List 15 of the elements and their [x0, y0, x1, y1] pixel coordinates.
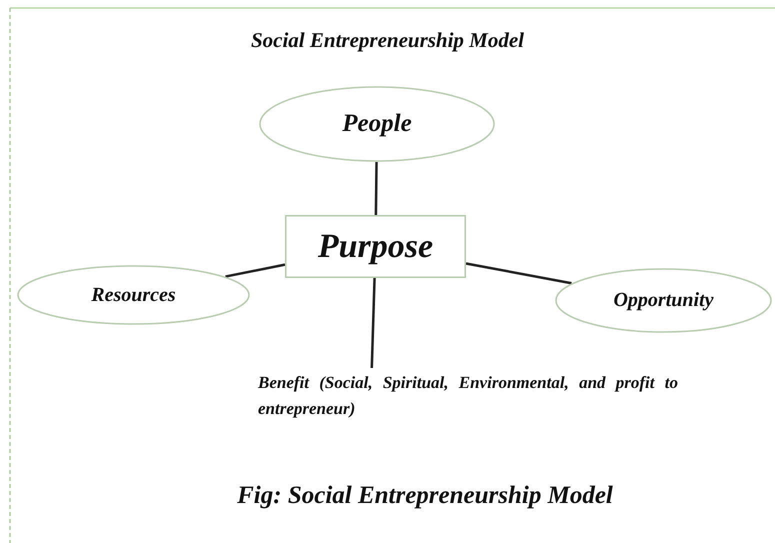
ellipse-node	[259, 86, 495, 162]
connector-line	[370, 278, 376, 368]
connector-line	[374, 162, 378, 216]
node-label: Resources	[91, 284, 176, 306]
figure-caption: Fig: Social Entrepreneurship Model	[237, 482, 613, 509]
connector-line	[225, 263, 286, 278]
node-label: Opportunity	[613, 289, 714, 312]
ellipse-node	[17, 265, 250, 325]
node-label: Purpose	[318, 228, 434, 266]
ellipse-node	[555, 268, 772, 333]
connector-line	[466, 262, 572, 284]
benefit-text: Benefit (Social, Spiritual, Environmental, and profit to entrepreneur)	[258, 372, 679, 420]
node-label: People	[342, 110, 412, 138]
diagram-title: Social Entrepreneurship Model	[250, 28, 524, 52]
process-box	[285, 215, 466, 278]
